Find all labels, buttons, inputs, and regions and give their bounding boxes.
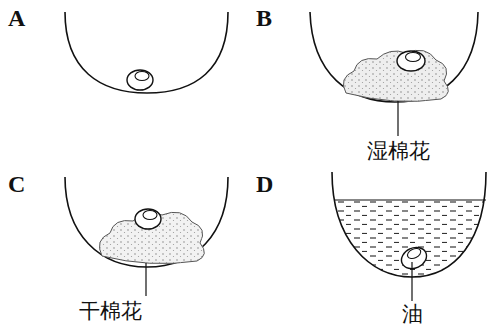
panel-letter: A	[8, 6, 25, 30]
bowl-a	[65, 12, 228, 93]
part-label: 干棉花	[79, 301, 142, 322]
panel-letter: D	[256, 172, 273, 196]
seed	[135, 209, 161, 229]
bowl-d	[332, 172, 486, 277]
seed	[397, 51, 425, 71]
seed	[398, 243, 430, 272]
panel-letter: C	[8, 172, 25, 196]
part-label: 湿棉花	[367, 141, 430, 162]
seeds	[127, 51, 430, 273]
part-label: 油	[402, 304, 423, 325]
oil-surface	[334, 199, 486, 200]
bowl-b	[310, 12, 478, 102]
leader-lines	[146, 101, 412, 301]
panel-letter: B	[256, 6, 272, 30]
wet-cotton	[343, 50, 448, 101]
seed	[127, 70, 153, 90]
bowl-c	[65, 177, 228, 267]
oil	[330, 200, 489, 280]
